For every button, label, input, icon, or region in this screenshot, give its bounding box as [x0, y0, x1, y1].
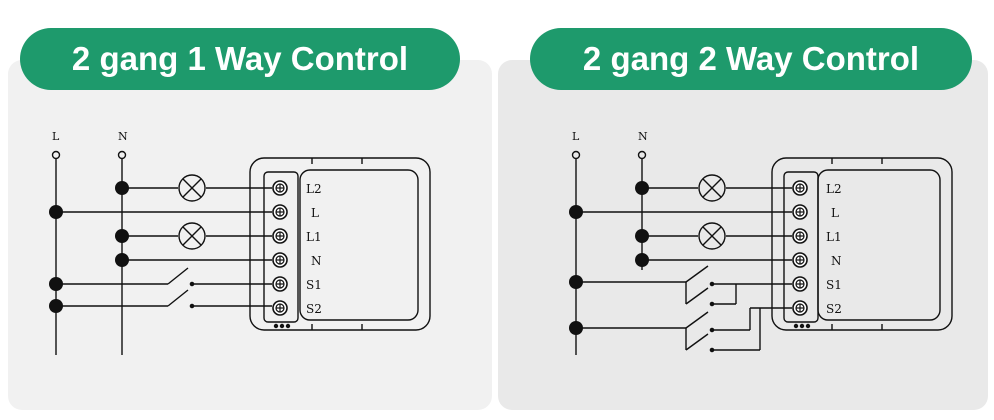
left-module-face [299, 169, 419, 321]
right-terminal-label-n: N [831, 254, 842, 268]
right-terminal-block [783, 171, 819, 323]
left-switch-2-icon [167, 289, 189, 307]
right-neutral-label: N [638, 130, 648, 143]
right-module-body [771, 157, 953, 331]
left-line-label: L [52, 130, 60, 143]
left-lamp-2-icon [178, 222, 206, 250]
left-terminal-label-l2: L2 [306, 182, 322, 196]
right-wiring-diagram: L N L2 L L1 N S1 S2 [569, 130, 953, 355]
left-wiring-diagram: L N L2 L L1 N S1 S2 [49, 130, 431, 355]
left-neutral-label: N [118, 130, 128, 143]
right-line-terminal [571, 150, 581, 160]
left-title-badge: 2 gang 1 Way Control [20, 28, 460, 90]
right-switch-1a-icon [685, 265, 709, 283]
right-terminal-label-s2: S2 [826, 302, 842, 316]
right-terminal-label-s1: S1 [826, 278, 842, 292]
left-terminal-label-s2: S2 [306, 302, 322, 316]
left-line-terminal [51, 150, 61, 160]
right-switch-2a-icon [685, 311, 709, 329]
left-terminal-label-l: L [311, 206, 319, 220]
right-switch-1b-icon [685, 287, 709, 305]
left-terminal-label-s1: S1 [306, 278, 322, 292]
right-line-label: L [572, 130, 580, 143]
right-switch-2b-icon [685, 333, 709, 351]
left-module-body [249, 157, 431, 331]
right-diagram-panel [498, 60, 988, 410]
right-terminal-label-l1: L1 [826, 230, 842, 244]
left-terminal-label-l1: L1 [306, 230, 322, 244]
right-terminal-label-l2: L2 [826, 182, 842, 196]
left-lamp-1-icon [178, 174, 206, 202]
right-title: 2 gang 2 Way Control [582, 40, 920, 77]
right-lamp-2-icon [698, 222, 726, 250]
left-switch-1-icon [167, 267, 189, 285]
left-neutral-terminal [117, 150, 127, 160]
right-lamp-1-icon [698, 174, 726, 202]
right-neutral-terminal [637, 150, 647, 160]
right-terminal-label-l: L [831, 206, 839, 220]
right-title-badge: 2 gang 2 Way Control [530, 28, 972, 90]
left-terminal-label-n: N [311, 254, 322, 268]
left-terminal-block [263, 171, 299, 323]
left-title: 2 gang 1 Way Control [71, 40, 409, 77]
